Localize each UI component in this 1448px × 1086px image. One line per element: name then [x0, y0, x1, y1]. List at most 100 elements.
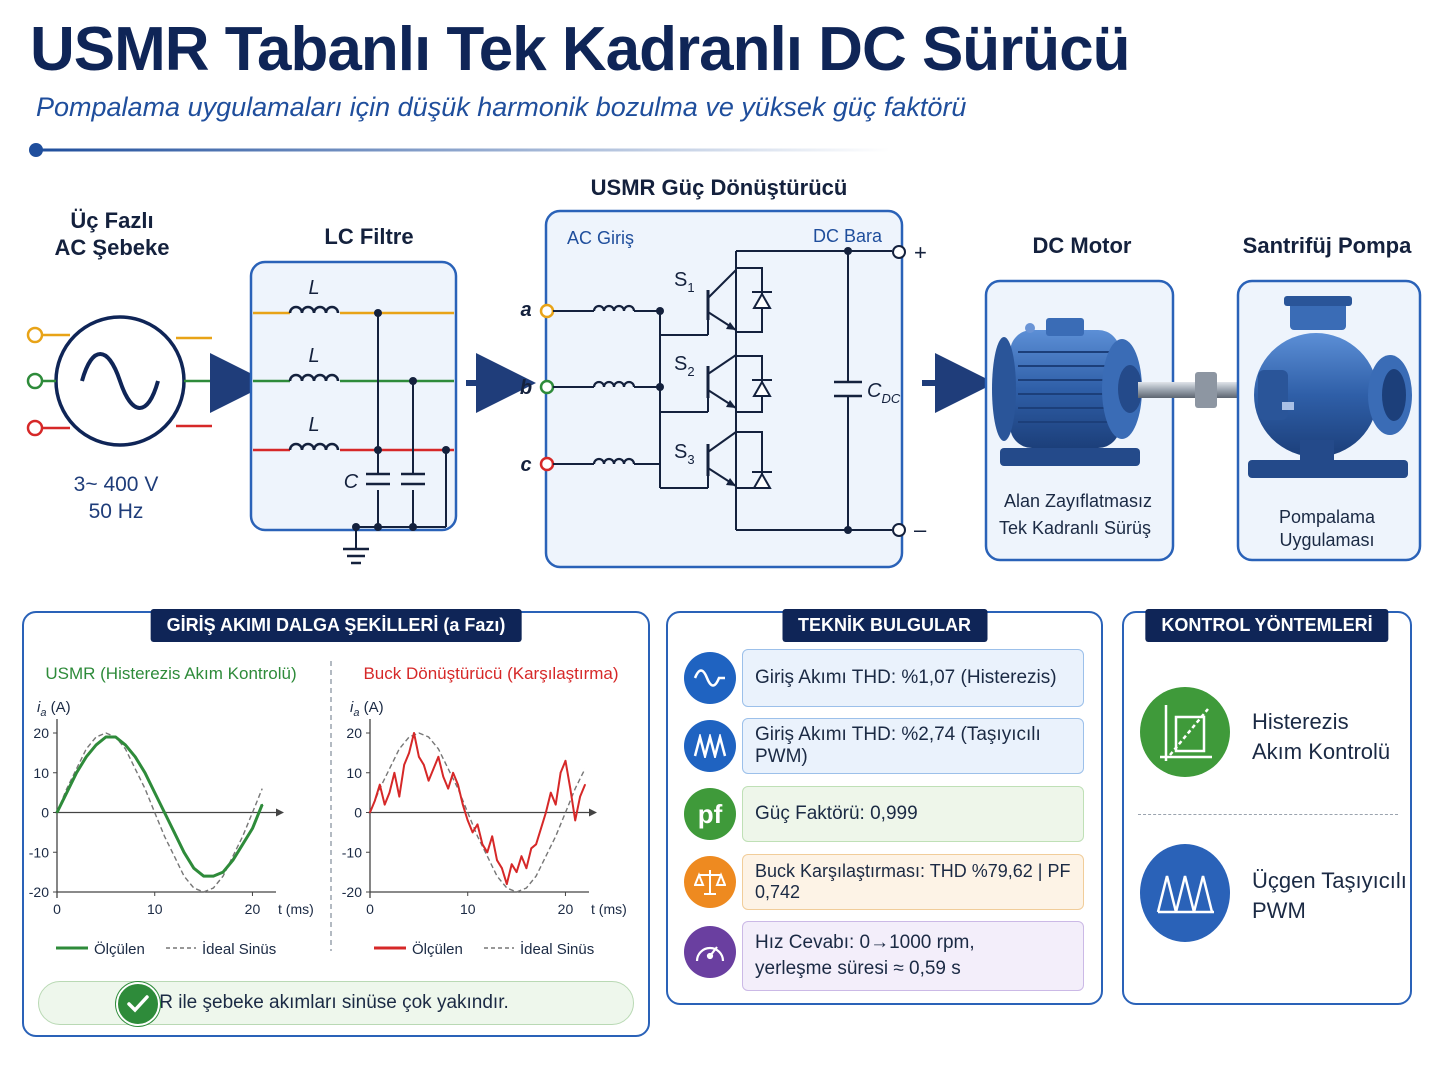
waveforms-panel: GİRİŞ AKIMI DALGA ŞEKİLLERİ (a Fazı) USM… [22, 609, 650, 1037]
usmr-converter-block: USMR Güç Dönüştürücü AC Giriş DC Bara a … [520, 175, 927, 569]
measured-point [530, 847, 533, 850]
measured-point [374, 799, 376, 802]
y-tick-label: 10 [346, 765, 362, 781]
dc-motor-icon [992, 318, 1142, 466]
measured-point [466, 819, 469, 822]
grid-title-1: Üç Fazlı [70, 208, 153, 233]
measured-point [437, 756, 440, 758]
y-axis-label: ia (A) [350, 699, 384, 719]
gauge-icon [684, 926, 736, 978]
y-tick-label: 20 [346, 725, 362, 741]
grid-voltage: 3~ 400 V [74, 473, 159, 496]
switch-s1-icon [706, 269, 737, 335]
measured-point [403, 764, 406, 766]
balance-icon [684, 856, 736, 908]
finding-speed-response: Hız Cevabı: 0→1000 rpm, yerleşme süresi … [742, 921, 1084, 991]
measured-point [476, 823, 479, 826]
motor-caption-2: Tek Kadranlı Sürüş [999, 518, 1151, 538]
measured-point [65, 791, 68, 794]
phase-c-label: c [520, 454, 531, 476]
sine-symbol [80, 352, 160, 410]
sine-wave-icon [684, 652, 736, 704]
measured-point [549, 791, 552, 794]
measured-point [398, 795, 401, 798]
finding-buck-comparison: Buck Karşılaştırması: THD %79,62 | PF 0,… [742, 854, 1084, 910]
measured-point [163, 811, 166, 814]
measured-point [574, 819, 577, 822]
method-1-line-1: Histerezis [1252, 709, 1349, 734]
y-tick-label: 10 [33, 765, 49, 781]
measured-series [55, 735, 264, 878]
measured-point [447, 787, 449, 790]
measured-point [525, 867, 528, 869]
title-rule [40, 148, 890, 152]
lc-filter-block: LC Filtre L L L C [249, 224, 458, 565]
measured-point [471, 831, 474, 834]
dc-bus-label: DC Bara [813, 226, 883, 246]
finding-power-factor: Güç Faktörü: 0,999 [742, 786, 1084, 842]
measured-point [422, 764, 425, 766]
inductor-c-icon [288, 442, 340, 451]
measured-point [75, 771, 78, 774]
power-circuit-diagram: Üç Fazlı AC Şebeke 3~ 400 V 50 Hz LC Fil… [26, 143, 1422, 569]
measured-point [506, 883, 508, 885]
measured-point [564, 760, 567, 762]
finding-thd-pwm: Giriş Akımı THD: %2,74 (Taşıyıcılı PWM) [742, 718, 1084, 774]
measured-point [520, 855, 523, 858]
check-icon [116, 982, 160, 1026]
measured-series [369, 732, 586, 886]
centrifugal-pump-icon [1248, 296, 1412, 478]
measured-point [114, 736, 117, 738]
y-tick-label: 0 [41, 805, 49, 821]
measured-point [183, 851, 185, 854]
switch-s1-label: S1 [674, 269, 695, 295]
measured-point [193, 867, 195, 869]
measured-point [388, 791, 391, 794]
dc-capacitor-label: CDC [867, 380, 901, 406]
measured-point [383, 803, 386, 806]
measured-point [427, 779, 430, 782]
y-tick-label: -10 [342, 844, 362, 860]
phase-a-label: a [520, 299, 531, 321]
measured-point [584, 783, 586, 786]
page-subtitle: Pompalama uygulamaları için düşük harmon… [36, 92, 967, 122]
ideal-sine-series [369, 732, 586, 893]
method-2-line-1: Üçgen Taşıyıcılı [1252, 868, 1407, 893]
pf-icon-text: pf [697, 798, 723, 829]
finding-text-4: Buck Karşılaştırması: THD %79,62 | PF 0,… [755, 861, 1071, 902]
measured-point [232, 859, 234, 861]
triangle-carrier-icon [1140, 844, 1230, 942]
findings-panel: TEKNİK BULGULAR Giriş Akımı THD: %1,07 (… [666, 609, 1103, 1005]
summary-note-text: USMR ile şebeke akımları sinüse çok yakı… [117, 992, 509, 1013]
grid-title-2: AC Şebeke [55, 235, 170, 260]
measured-point [579, 795, 581, 798]
waveform-charts: USMR (Histerezis Akım Kontrolü) ia (A) 20 1… [29, 661, 627, 958]
measured-point [501, 867, 503, 869]
measured-point [95, 744, 97, 746]
dc-motor-block: DC Motor Alan Zayıflatmasız Tek Kadranlı… [984, 233, 1258, 562]
measured-point [378, 783, 381, 786]
chart-title: Buck Dönüştürücü (Karşılaştırma) [363, 664, 618, 683]
capacitor-label: C [344, 471, 359, 493]
ideal-sine-series [56, 732, 263, 893]
measured-point [144, 771, 146, 774]
measured-point [85, 756, 88, 758]
waveforms-header: GİRİŞ AKIMI DALGA ŞEKİLLERİ (a Fazı) [150, 609, 522, 642]
chart-title: USMR (Histerezis Akım Kontrolü) [45, 664, 296, 683]
x-tick-label: 0 [53, 901, 61, 917]
y-tick-label: 0 [354, 805, 362, 821]
measured-point [222, 871, 224, 873]
switch-s2-label: S2 [674, 353, 695, 379]
finding-text-1: Giriş Akımı THD: %1,07 (Histerezis) [755, 667, 1057, 688]
legend-measured-label: Ölçülen [94, 940, 145, 958]
switch-s3-icon [706, 431, 737, 488]
measured-point [124, 744, 127, 746]
x-tick-label: 0 [366, 901, 374, 917]
measured-point [457, 783, 459, 786]
measured-point [105, 736, 107, 738]
pwm-icon [684, 720, 736, 772]
y-axis-label: ia (A) [37, 699, 71, 719]
measured-point [535, 843, 537, 846]
pump-caption-1: Pompalama [1279, 507, 1376, 527]
measured-point [134, 756, 136, 758]
